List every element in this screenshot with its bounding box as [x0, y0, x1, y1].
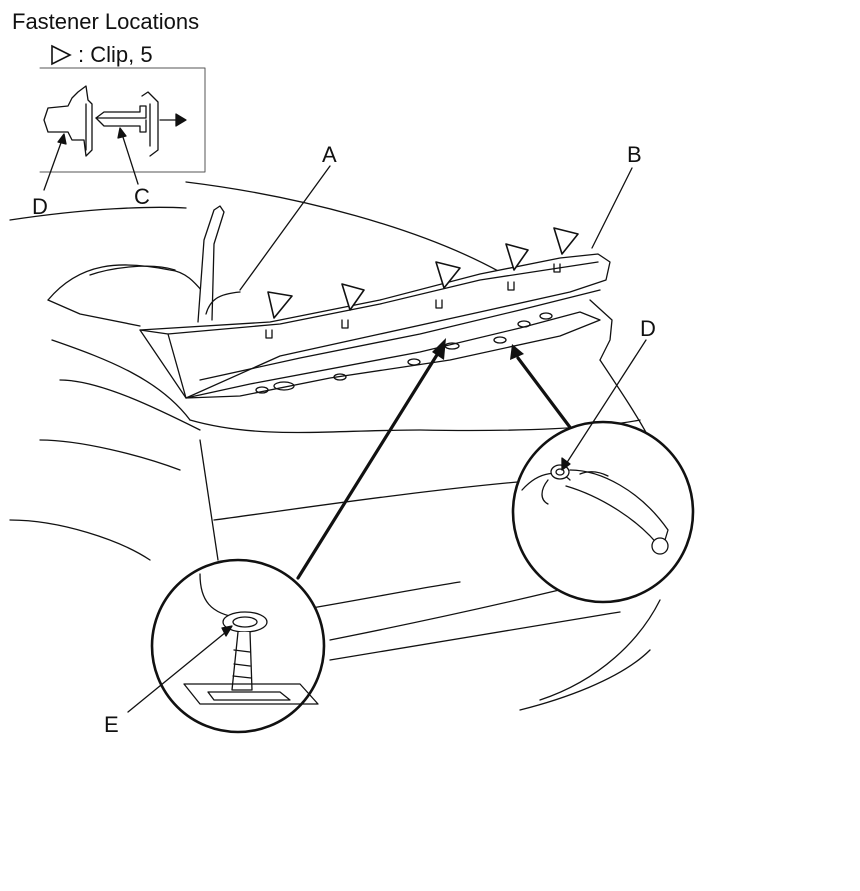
hinge-arm — [197, 205, 225, 323]
label-d-detail: D — [640, 316, 656, 341]
label-a: A — [322, 142, 337, 167]
spoiler-b — [139, 253, 611, 399]
detail-circle-d — [511, 420, 695, 604]
diagram-title: Fastener Locations — [12, 9, 200, 34]
label-b: B — [627, 142, 642, 167]
deck-surface — [185, 311, 601, 399]
clip-pins — [265, 263, 561, 339]
label-c: C — [134, 184, 150, 209]
detail-circle-e — [150, 558, 326, 734]
legend: : Clip, 5 — [50, 42, 153, 68]
label-e: E — [104, 712, 119, 737]
clip-triangle-icon — [51, 44, 72, 66]
clip-detail-inset — [39, 67, 206, 173]
clip-markers — [267, 227, 579, 319]
label-d-inset: D — [32, 194, 48, 219]
legend-text: : Clip, 5 — [78, 42, 153, 67]
